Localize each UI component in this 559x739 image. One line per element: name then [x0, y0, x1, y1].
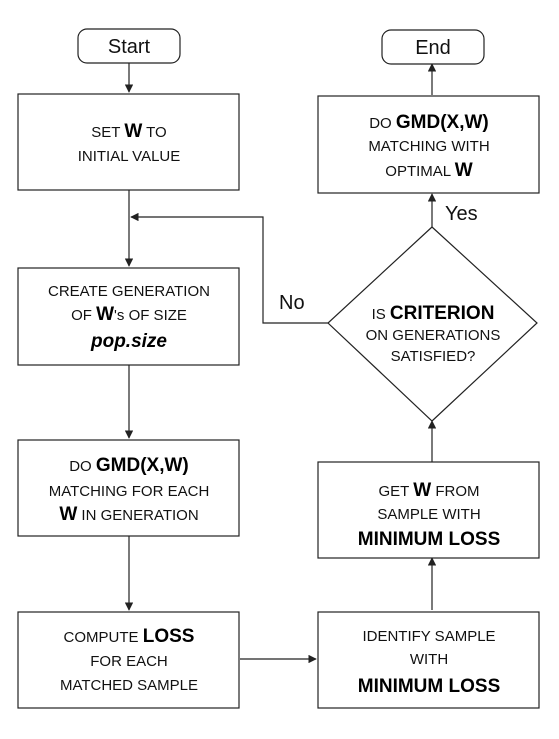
arrow-no-loop — [130, 212, 328, 324]
create-gen-line1: CREATE GENERATION — [48, 283, 210, 300]
criterion-line3: SATISFIED? — [391, 348, 476, 365]
criterion-line2: ON GENERATIONS — [366, 327, 501, 344]
compute-loss-line2: FOR EACH — [90, 653, 168, 670]
set-w-line1: SET W TO — [91, 121, 166, 142]
compute-loss-line3: MATCHED SAMPLE — [60, 677, 198, 694]
compute-loss-line1: COMPUTE LOSS — [64, 626, 195, 647]
get-w-line2: SAMPLE WITH — [377, 506, 480, 523]
gmd-optimal-box: DO GMD(X,W) MATCHING WITH OPTIMAL W — [317, 95, 540, 194]
gmd-each-line1: DO GMD(X,W) — [69, 455, 189, 476]
identify-minimum-loss: MINIMUM LOSS — [358, 676, 501, 697]
gmd-optimal-line2: MATCHING WITH — [368, 138, 489, 155]
gmd-each-line2: MATCHING FOR EACH — [49, 483, 210, 500]
criterion-decision: IS CRITERION ON GENERATIONS SATISFIED? — [327, 226, 538, 422]
start-node: Start — [77, 28, 181, 64]
end-node: End — [381, 29, 485, 65]
get-w-line1: GET W FROM — [379, 480, 480, 501]
end-label: End — [415, 37, 451, 59]
gmd-optimal-line1: DO GMD(X,W) — [369, 112, 489, 133]
identify-line2: WITH — [410, 651, 448, 668]
gmd-each-box: DO GMD(X,W) MATCHING FOR EACH W IN GENER… — [17, 439, 240, 537]
connectors — [124, 63, 437, 664]
set-w-box: SET W TO INITIAL VALUE — [17, 93, 240, 191]
gmd-optimal-line3: OPTIMAL W — [385, 160, 472, 181]
create-gen-line2: OF W's OF SIZE — [71, 304, 187, 325]
start-label: Start — [108, 36, 151, 58]
compute-loss-box: COMPUTE LOSS FOR EACH MATCHED SAMPLE — [17, 611, 240, 709]
identify-line1: IDENTIFY SAMPLE — [362, 628, 495, 645]
gmd-each-line3: W IN GENERATION — [59, 504, 198, 525]
set-w-line2: INITIAL VALUE — [78, 148, 181, 165]
get-w-box: GET W FROM SAMPLE WITH MINIMUM LOSS — [317, 461, 540, 559]
identify-sample-box: IDENTIFY SAMPLE WITH MINIMUM LOSS — [317, 611, 540, 709]
yes-label: Yes — [445, 203, 478, 225]
get-w-minimum-loss: MINIMUM LOSS — [358, 529, 501, 550]
create-generation-box: CREATE GENERATION OF W's OF SIZE pop.siz… — [17, 267, 240, 366]
criterion-line1: IS CRITERION — [372, 303, 495, 324]
no-label: No — [279, 292, 305, 314]
create-gen-popsize: pop.size — [90, 331, 167, 352]
